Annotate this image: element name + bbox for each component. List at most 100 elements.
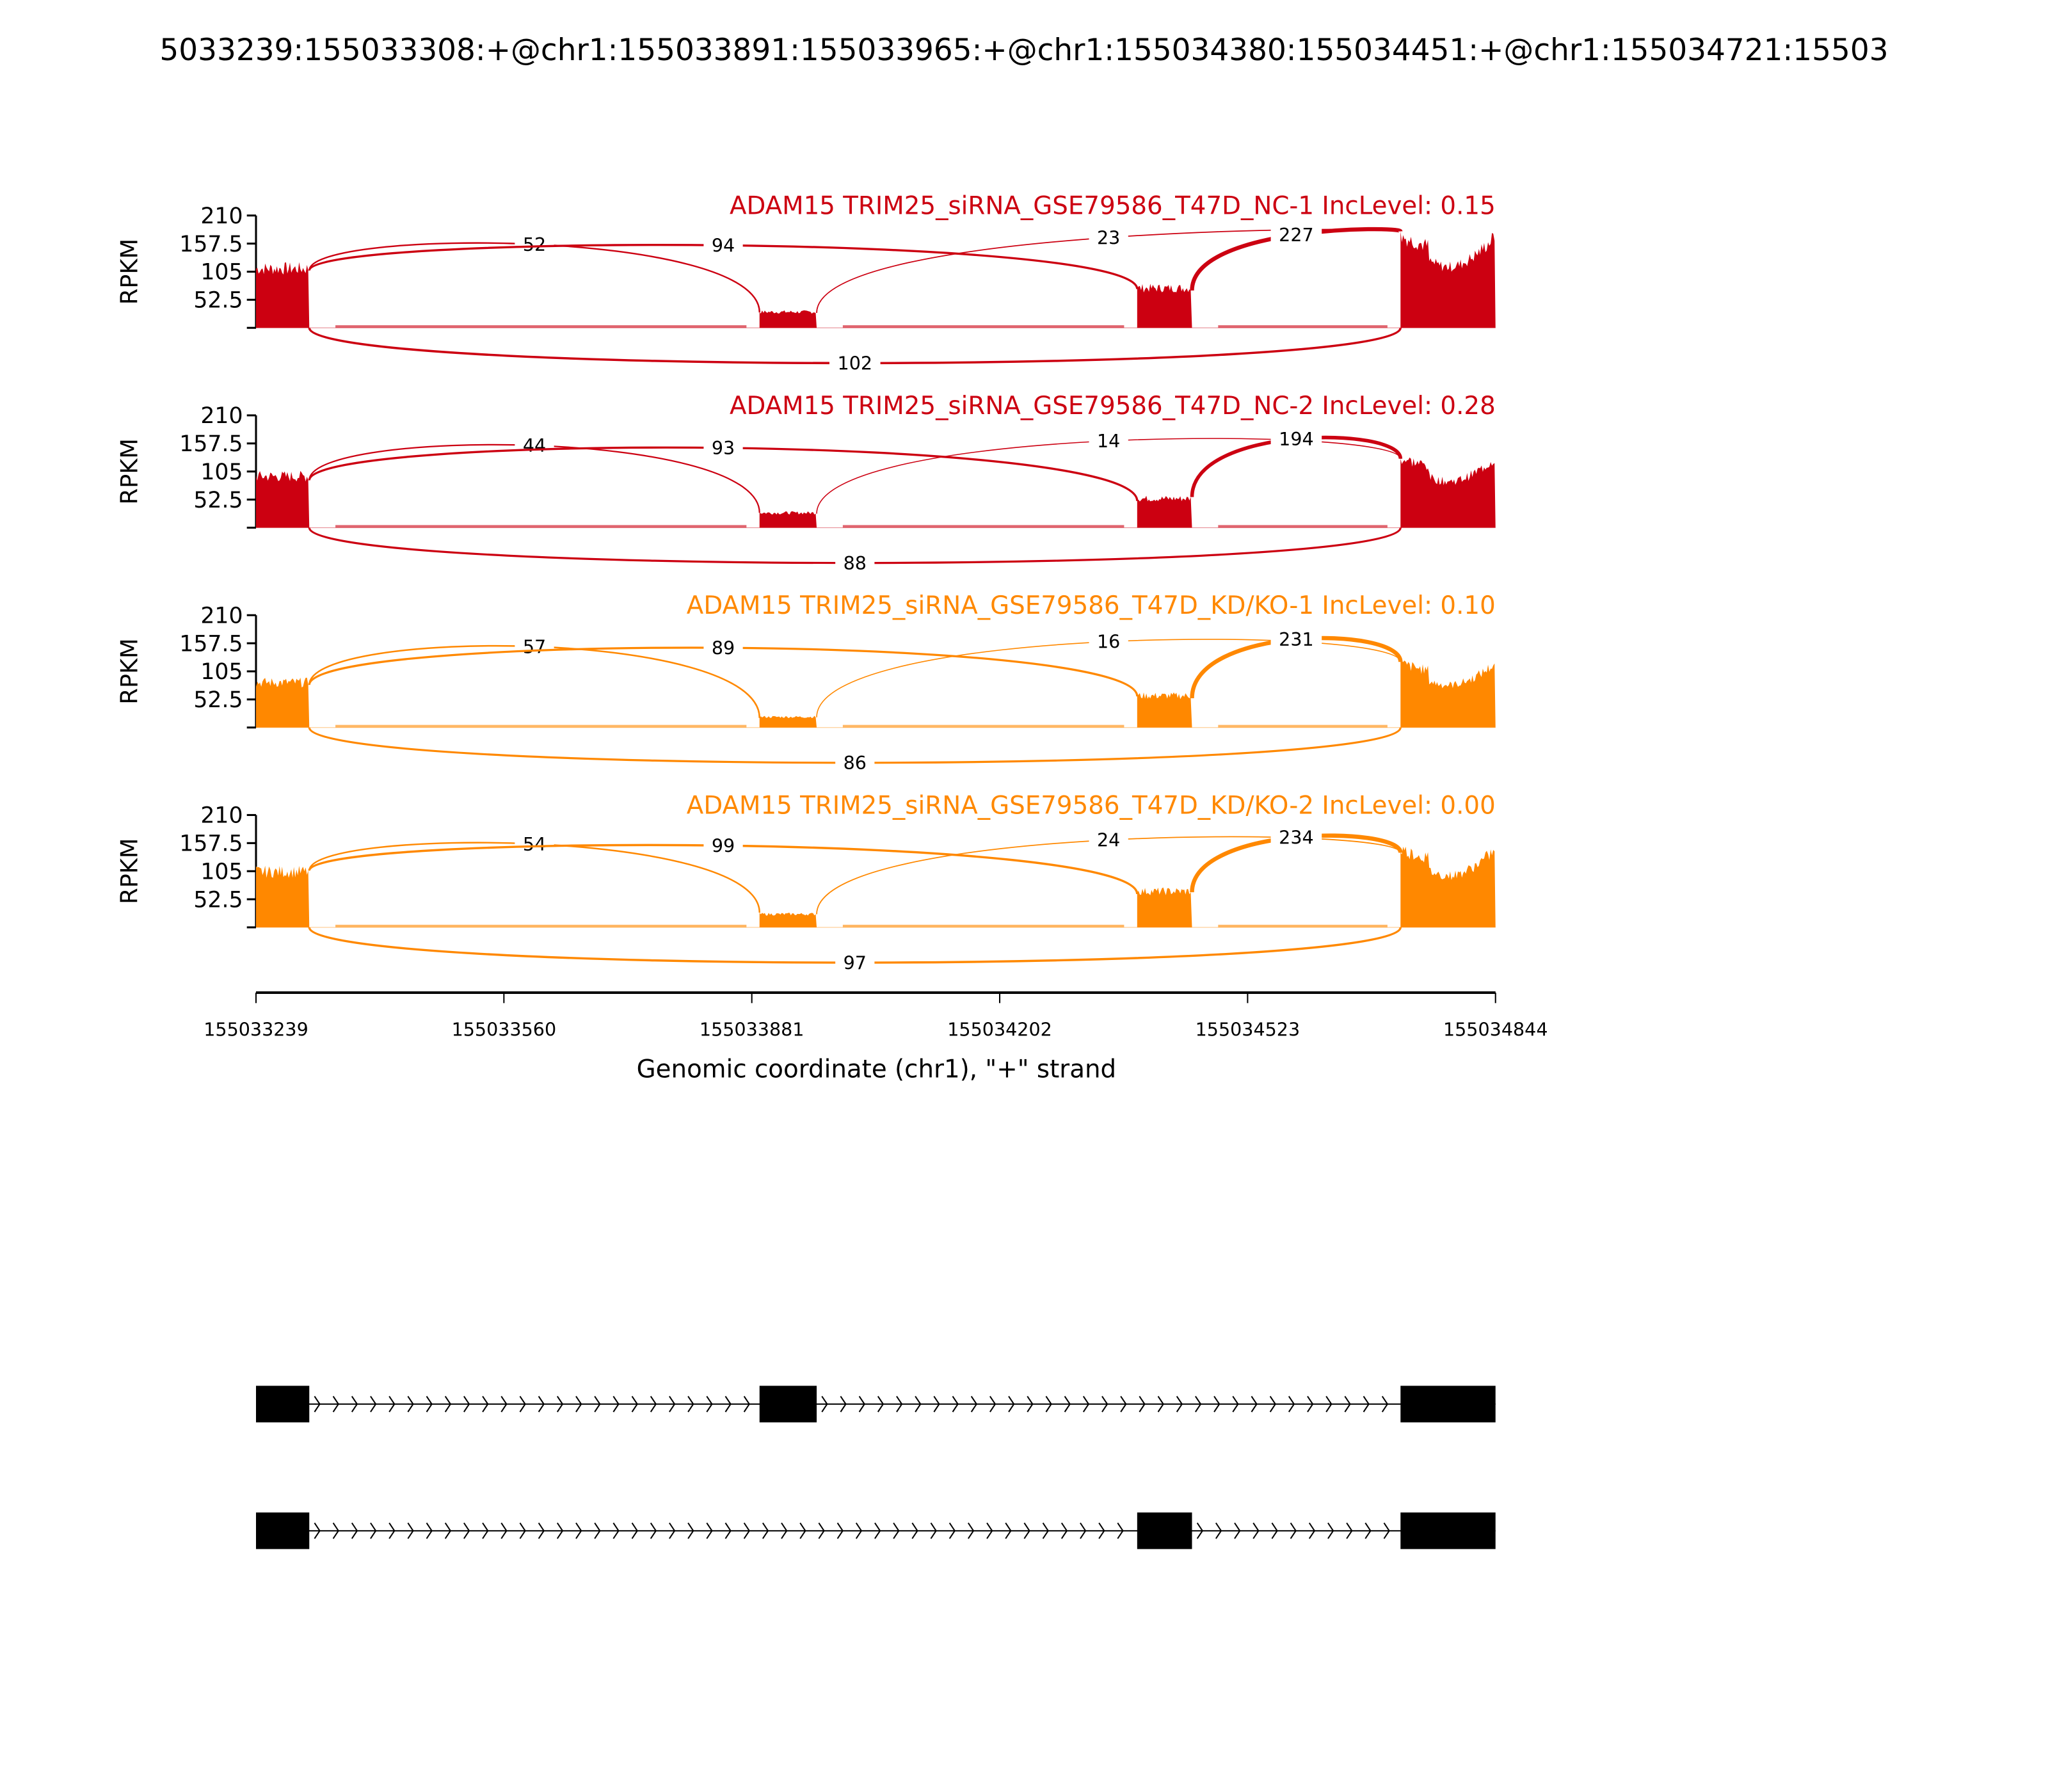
junction-label-bg [1270,427,1322,451]
strand-arrow-icon [858,1396,865,1412]
intron-coverage [1218,525,1388,528]
strand-arrow-icon [538,1523,545,1539]
strand-arrow-icon [1120,1396,1127,1412]
junction-label-bg [829,351,881,375]
junction-label-bg [703,636,743,660]
strand-arrow-icon [351,1396,358,1412]
strand-arrow-icon [818,1523,825,1539]
strand-arrow-icon [1176,1396,1183,1412]
strand-arrow-icon [1364,1523,1372,1539]
coverage-exon-1 [256,865,310,927]
exon-block [759,1386,817,1423]
strand-arrow-icon [1269,1396,1277,1412]
junction-label-bg [835,950,875,975]
strand-arrow-icon [724,1523,732,1539]
strand-arrow-icon [706,1396,713,1412]
junction-count-label: 227 [1279,224,1314,246]
junction-count-label: 99 [712,835,735,856]
strand-arrow-icon [631,1523,638,1539]
junction-count-label: 97 [844,952,867,973]
panel-title: ADAM15 TRIM25_siRNA_GSE79586_T47D_NC-2 I… [730,392,1496,420]
intron-coverage [1218,924,1388,927]
strand-arrow-icon [706,1523,713,1539]
y-tick-label: 157.5 [179,431,243,457]
strand-arrow-icon [650,1396,657,1412]
strand-arrow-icon [1288,1396,1295,1412]
exon-block [256,1386,310,1423]
coverage-exon-3 [1137,495,1192,528]
strand-arrow-icon [669,1396,676,1412]
strand-arrow-icon [314,1396,321,1412]
y-tick-label: 157.5 [179,232,243,257]
intron-coverage [335,525,747,528]
strand-arrow-icon [1325,1396,1332,1412]
strand-arrow-icon [1363,1396,1370,1412]
junction-label-bg [1089,225,1128,250]
panel-title: ADAM15 TRIM25_siRNA_GSE79586_T47D_NC-1 I… [730,192,1496,221]
junction-count-label: 24 [1097,829,1120,851]
intron-coverage [335,924,747,927]
strand-arrow-icon [314,1523,321,1539]
junction-count-label: 93 [712,437,735,459]
y-tick-label: 52.5 [193,288,243,314]
junction-count-label: 16 [1097,631,1120,653]
strand-arrow-icon [332,1523,339,1539]
strand-arrow-icon [877,1396,884,1412]
y-tick-label: 105 [200,260,243,285]
strand-arrow-icon [840,1396,847,1412]
strand-arrow-icon [1344,1396,1351,1412]
strand-arrow-icon [426,1396,433,1412]
junction-count-label: 44 [523,435,546,456]
strand-arrow-icon [500,1523,508,1539]
strand-arrow-icon [519,1396,526,1412]
junction-count-label: 102 [838,353,873,374]
strand-arrow-icon [407,1523,414,1539]
strand-arrow-icon [388,1523,396,1539]
strand-arrow-icon [915,1396,922,1412]
strand-arrow-icon [1101,1396,1108,1412]
y-tick-label: 52.5 [193,488,243,513]
x-axis-label: Genomic coordinate (chr1), "+" strand [637,1055,1117,1084]
strand-arrow-icon [538,1396,545,1412]
exon-block [1400,1512,1496,1549]
junction-count-label: 23 [1097,227,1120,248]
coverage-exon-1 [256,262,310,328]
junction-label-bg [1089,429,1128,453]
y-tick-label: 210 [200,204,243,229]
junction-label-bg [1089,828,1128,852]
strand-arrow-icon [631,1396,638,1412]
strand-arrow-icon [1064,1396,1071,1412]
junction-count-label: 234 [1279,826,1314,848]
intron-coverage [842,724,1124,728]
strand-arrow-icon [1157,1396,1164,1412]
panel-title: ADAM15 TRIM25_siRNA_GSE79586_T47D_KD/KO-… [687,591,1496,620]
intron-coverage [842,525,1124,528]
strand-arrow-icon [612,1396,620,1412]
intron-coverage [1218,325,1388,328]
strand-arrow-icon [1023,1523,1030,1539]
strand-arrow-icon [989,1396,996,1412]
strand-arrow-icon [911,1523,918,1539]
junction-label-bg [1270,223,1322,247]
strand-arrow-icon [1327,1523,1334,1539]
intron-coverage [335,325,747,328]
strand-arrow-icon [351,1523,358,1539]
strand-arrow-icon [463,1523,470,1539]
strand-arrow-icon [594,1523,601,1539]
y-tick-label: 52.5 [193,687,243,713]
coverage-exon-4 [1400,846,1496,927]
gene-models [256,1386,1496,1549]
strand-arrow-icon [1307,1396,1314,1412]
strand-arrow-icon [1117,1523,1124,1539]
strand-arrow-icon [743,1396,751,1412]
strand-arrow-icon [743,1523,751,1539]
strand-arrow-icon [930,1523,937,1539]
strand-arrow-icon [1232,1396,1239,1412]
strand-arrow-icon [952,1396,959,1412]
junction-label-bg [835,551,875,575]
coverage-exon-3 [1137,887,1192,927]
